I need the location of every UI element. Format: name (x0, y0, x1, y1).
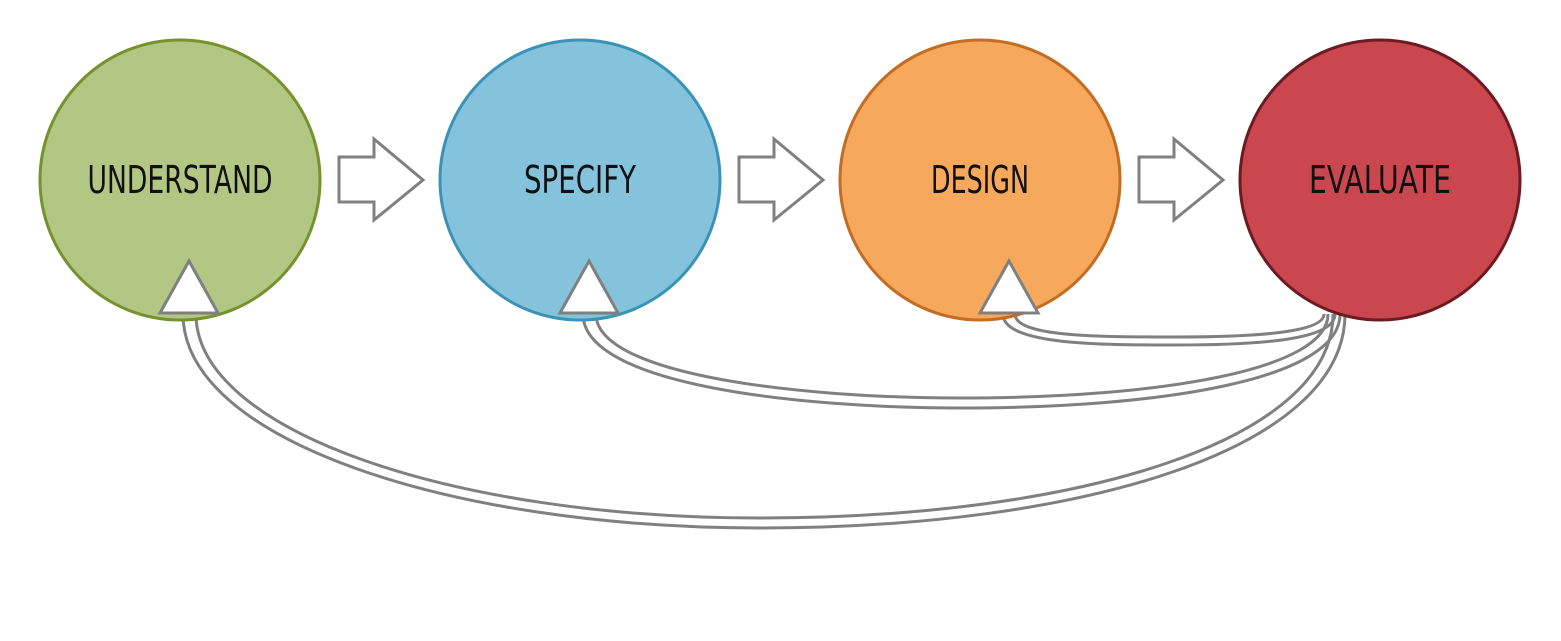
forward-arrows (337, 135, 1226, 224)
stage-label-specify: SPECIFY (524, 158, 637, 202)
forward-arrow-2 (737, 135, 826, 224)
feedback-arrows (181, 313, 1347, 530)
stage-understand: UNDERSTAND (38, 38, 322, 322)
stage-circle-evaluate (1238, 38, 1522, 322)
stage-evaluate: EVALUATE (1238, 38, 1522, 322)
feedback-arrow-to-understand-outer (181, 313, 1347, 530)
feedback-arrow-to-design-inner (1013, 313, 1326, 339)
stage-circle-design (838, 38, 1122, 322)
feedback-arrow-to-specify-inner (594, 313, 1330, 400)
feedback-arrowhead-specify (557, 257, 621, 315)
feedback-arrowheads (157, 257, 1041, 315)
forward-arrow-3 (1137, 135, 1226, 224)
stage-label-understand: UNDERSTAND (88, 158, 273, 202)
stage-circle-understand (38, 38, 322, 322)
feedback-arrow-to-understand-inner (194, 313, 1335, 520)
feedback-arrowhead-understand (157, 257, 221, 315)
stage-circle-specify (438, 38, 722, 322)
forward-arrow-1 (337, 135, 426, 224)
stage-specify: SPECIFY (438, 38, 722, 322)
feedback-arrow-to-design-outer (1001, 313, 1337, 347)
feedback-arrowhead-design (977, 257, 1041, 315)
stage-design: DESIGN (838, 38, 1122, 322)
feedback-arrow-to-specify-outer (581, 313, 1342, 410)
stage-label-evaluate: EVALUATE (1309, 158, 1451, 202)
stage-label-design: DESIGN (931, 158, 1029, 202)
